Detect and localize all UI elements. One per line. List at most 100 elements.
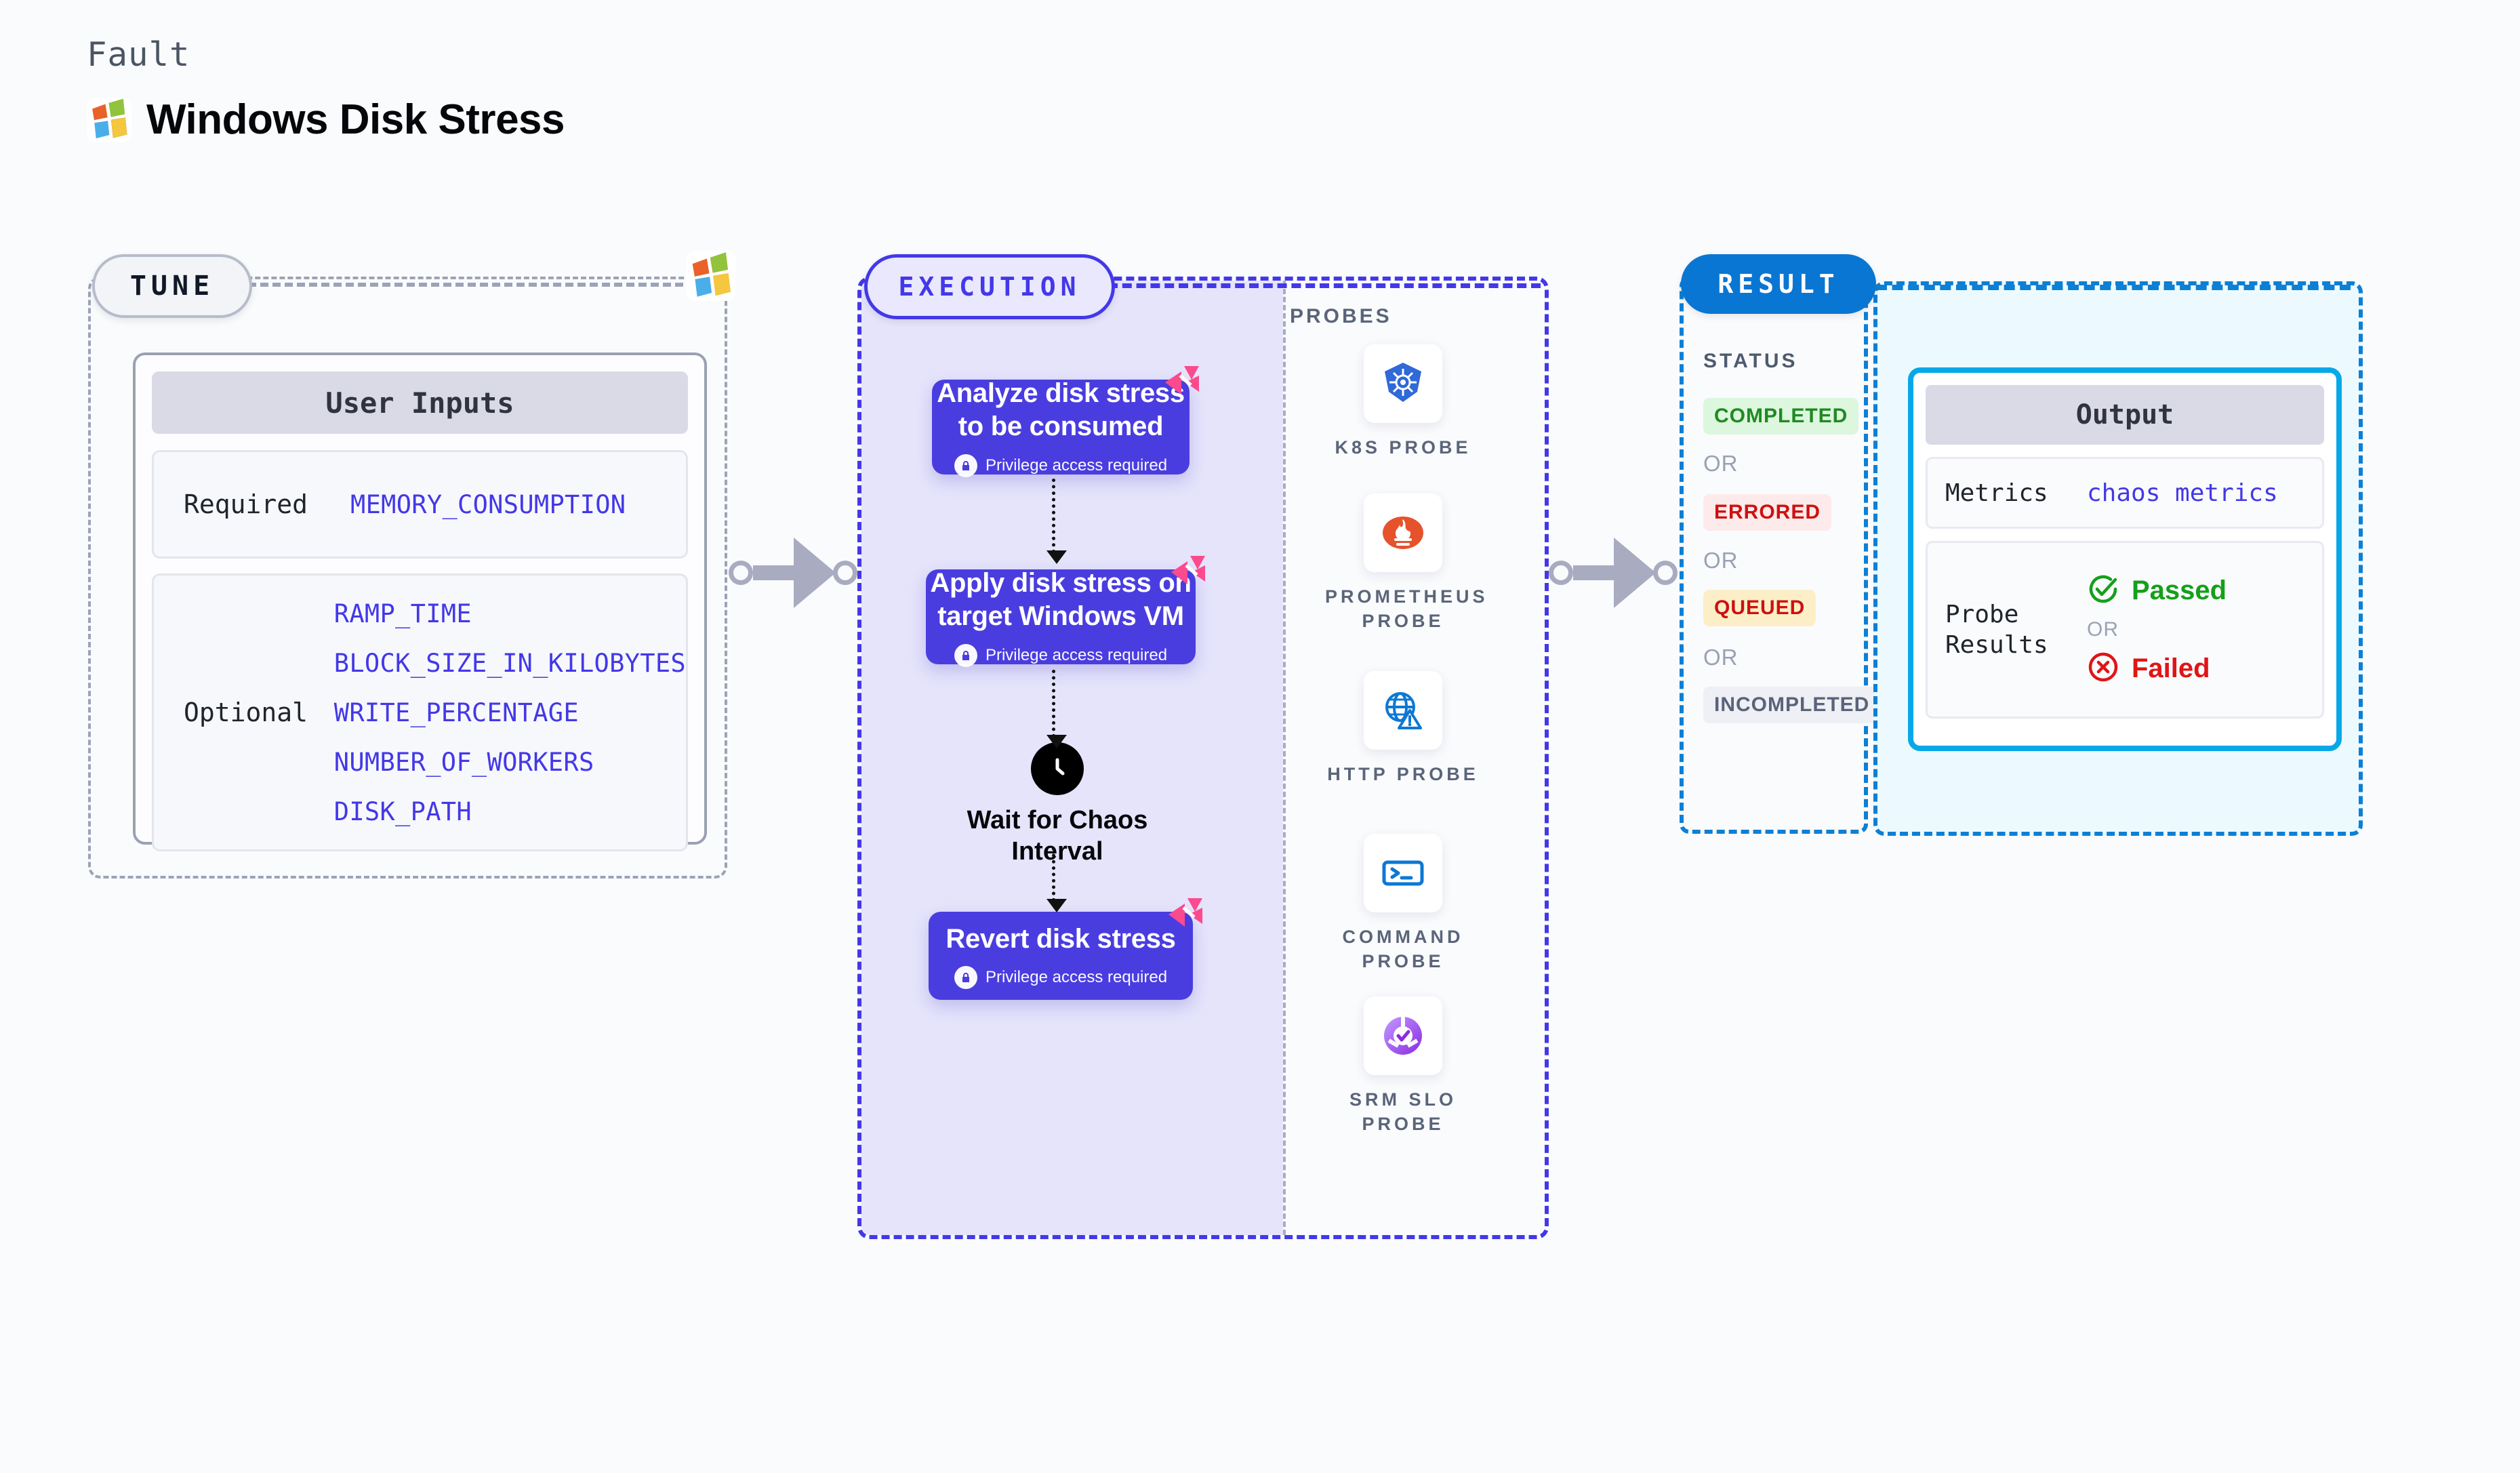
optional-values: RAMP_TIME BLOCK_SIZE_IN_KILOBYTES WRITE_…: [334, 599, 686, 826]
probe-result-passed: Passed: [2087, 573, 2227, 609]
probe-result-failed: Failed: [2087, 651, 2227, 687]
probe-item-k8s[interactable]: K8S PROBE: [1325, 344, 1481, 460]
execution-step-card[interactable]: Analyze disk stress to be consumed Privi…: [932, 366, 1199, 477]
param-block-size-in-kilobytes[interactable]: BLOCK_SIZE_IN_KILOBYTES: [333, 648, 686, 678]
step-arrow-icon: [1046, 670, 1067, 748]
litmus-chaos-icon: [1164, 365, 1200, 403]
fault-kicker: Fault: [87, 35, 190, 74]
execution-probes-divider: [1283, 281, 1286, 1235]
required-inputs-group: Required MEMORY_CONSUMPTION: [152, 450, 688, 559]
page-header: Fault Windows Disk Stress: [87, 35, 565, 144]
step-title: Revert disk stress: [946, 923, 1176, 954]
litmus-chaos-icon: [1167, 897, 1204, 935]
execution-step-card[interactable]: Revert disk stress Privilege access requ…: [929, 898, 1202, 1000]
probe-results-label: Probe Results: [1945, 601, 2048, 659]
probes-section-label: PROBES: [1290, 305, 1392, 327]
result-section: [1680, 277, 1868, 834]
connector-arrowhead-icon: [794, 538, 836, 608]
privilege-note-text: Privilege access required: [985, 645, 1168, 664]
clock-icon: [1031, 742, 1084, 795]
wait-for-chaos-interval: Wait for Chaos Interval: [952, 742, 1162, 868]
probe-item-srm-slo[interactable]: SRM SLO PROBE: [1325, 996, 1481, 1137]
user-inputs-header: User Inputs: [152, 371, 688, 434]
page-title: Windows Disk Stress: [146, 96, 565, 143]
windows-logo-icon: [87, 97, 131, 142]
check-circle-icon: [2087, 573, 2119, 609]
probe-label: HTTP PROBE: [1327, 764, 1479, 784]
privilege-note-text: Privilege access required: [985, 456, 1168, 475]
lock-icon: [954, 453, 977, 477]
output-card: Output Metrics chaos metrics Probe Resul…: [1908, 367, 2342, 751]
tune-pill-label[interactable]: TUNE: [92, 254, 252, 318]
param-write-percentage[interactable]: WRITE_PERCENTAGE: [333, 698, 579, 727]
http-globe-warning-icon: [1364, 671, 1442, 750]
connector-line: [1573, 565, 1614, 580]
windows-logo-icon: [686, 251, 736, 301]
metrics-value[interactable]: chaos metrics: [2087, 479, 2278, 507]
optional-label: Optional: [184, 698, 308, 727]
connector-line: [753, 565, 794, 580]
probe-item-prometheus[interactable]: PROMETHEUS PROBE: [1325, 493, 1488, 634]
status-badge: COMPLETED: [1703, 398, 1859, 435]
probe-label: COMMAND PROBE: [1342, 927, 1464, 972]
title-row: Windows Disk Stress: [87, 96, 565, 144]
probe-results-row: Probe Results Passed OR: [1926, 541, 2324, 719]
privilege-note: Privilege access required: [954, 643, 1168, 667]
param-memory-consumption[interactable]: MEMORY_CONSUMPTION: [350, 489, 626, 519]
metrics-row: Metrics chaos metrics: [1926, 457, 2324, 529]
prometheus-icon: [1364, 493, 1442, 572]
connector-start-dot: [1549, 561, 1573, 585]
privilege-note: Privilege access required: [954, 966, 1168, 990]
step-arrow-icon: [1046, 479, 1067, 564]
or-separator: OR: [1703, 548, 1739, 573]
execution-pill-label[interactable]: EXECUTION: [864, 254, 1115, 319]
or-separator: OR: [1703, 645, 1739, 670]
required-values: MEMORY_CONSUMPTION: [350, 490, 626, 519]
terminal-icon: [1364, 834, 1442, 912]
or-separator: OR: [1703, 451, 1739, 476]
lock-icon: [954, 966, 977, 990]
tune-to-execution-connector: [729, 536, 857, 610]
status-badge: QUEUED: [1703, 590, 1816, 626]
step-title: Analyze disk stress to be consumed: [937, 378, 1185, 441]
step-title: Apply disk stress on target Windows VM: [930, 568, 1192, 631]
connector-end-dot: [833, 561, 857, 585]
result-dashed-connector: [1876, 285, 2351, 290]
probe-label: SRM SLO PROBE: [1349, 1089, 1457, 1135]
param-ramp-time[interactable]: RAMP_TIME: [333, 599, 472, 628]
result-pill-label[interactable]: RESULT: [1681, 254, 1876, 314]
execution-dashed-connector: [1108, 283, 1541, 288]
kubernetes-icon: [1364, 344, 1442, 423]
tune-dashed-connector: [248, 283, 695, 287]
or-separator: OR: [2087, 618, 2119, 641]
param-number-of-workers[interactable]: NUMBER_OF_WORKERS: [333, 747, 594, 777]
srm-slo-icon: [1364, 996, 1442, 1075]
metrics-label: Metrics: [1945, 479, 2048, 507]
required-label: Required: [184, 489, 308, 519]
probe-item-command[interactable]: COMMAND PROBE: [1325, 834, 1481, 974]
connector-end-dot: [1653, 561, 1678, 585]
failed-label: Failed: [2132, 653, 2210, 683]
connector-start-dot: [729, 561, 753, 585]
status-label: STATUS: [1703, 350, 1798, 372]
output-header: Output: [1926, 385, 2324, 445]
probe-results-values: Passed OR Failed: [2087, 573, 2227, 687]
step-arrow-icon: [1046, 847, 1067, 912]
status-badge: ERRORED: [1703, 494, 1832, 531]
connector-arrowhead-icon: [1614, 538, 1656, 608]
status-badge: INCOMPLETED: [1703, 687, 1881, 723]
passed-label: Passed: [2132, 576, 2227, 605]
litmus-chaos-icon: [1170, 554, 1206, 593]
wait-label: Wait for Chaos Interval: [967, 806, 1148, 866]
privilege-note-text: Privilege access required: [985, 968, 1168, 987]
execution-to-result-connector: [1549, 536, 1678, 610]
param-disk-path[interactable]: DISK_PATH: [333, 796, 472, 826]
probe-label: PROMETHEUS PROBE: [1325, 586, 1488, 632]
optional-inputs-group: Optional RAMP_TIME BLOCK_SIZE_IN_KILOBYT…: [152, 573, 688, 851]
privilege-note: Privilege access required: [954, 453, 1168, 477]
lock-icon: [954, 643, 977, 667]
user-inputs-card: User Inputs Required MEMORY_CONSUMPTION …: [133, 352, 707, 851]
execution-step-card[interactable]: Apply disk stress on target Windows VM P…: [926, 556, 1205, 667]
probe-item-http[interactable]: HTTP PROBE: [1325, 671, 1481, 786]
x-circle-icon: [2087, 651, 2119, 687]
